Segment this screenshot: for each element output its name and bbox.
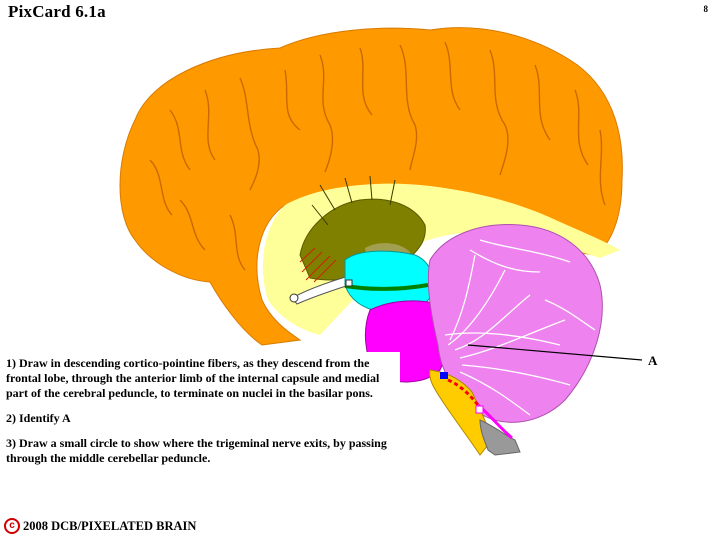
- red-tract: [447, 378, 480, 406]
- page-title: PixCard 6.1a: [8, 2, 106, 21]
- cerebellar-folia: [444, 239, 596, 416]
- instruction-2: 2) Identify A: [6, 411, 71, 425]
- instruction-3: 3) Draw a small circle to show where the…: [6, 436, 387, 465]
- footer: c 2008 DCB/PIXELATED BRAIN: [4, 518, 196, 534]
- medulla: [429, 369, 493, 456]
- instructions-panel: 1) Draw in descending cortico-pointine f…: [0, 352, 400, 478]
- label-a-pointer: [467, 344, 643, 361]
- instruction-1: 1) Draw in descending cortico-pointine f…: [6, 356, 380, 400]
- internal-capsule-hatching: [299, 247, 337, 283]
- label-a: A: [648, 353, 658, 368]
- page-number: 8: [703, 4, 709, 14]
- spinal-cord: [479, 419, 521, 456]
- copyright-icon: c: [4, 518, 20, 534]
- footer-text: 2008 DCB/PIXELATED BRAIN: [23, 518, 197, 533]
- gyri-lines: [149, 41, 606, 271]
- green-tract: [344, 283, 429, 291]
